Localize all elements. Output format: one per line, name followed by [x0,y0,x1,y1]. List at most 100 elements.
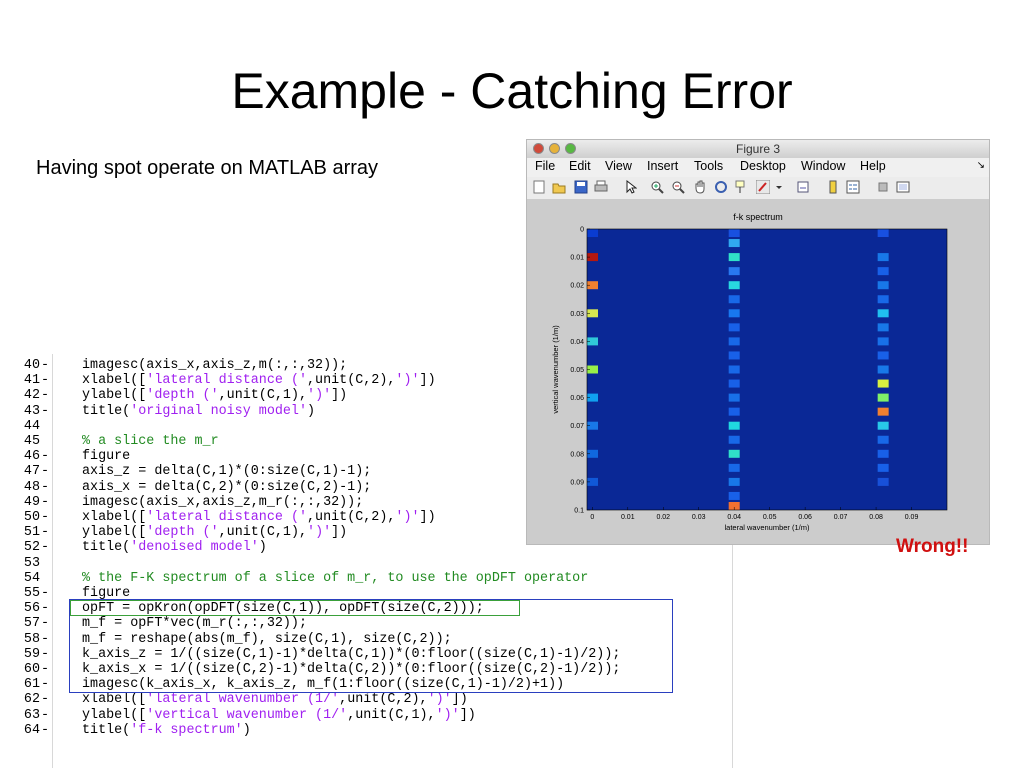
heatmap-cell [877,253,889,262]
code-line[interactable]: 64- title('f-k spectrum') [14,723,714,738]
breakpoint-marker[interactable]: - [41,631,50,647]
breakpoint-marker[interactable]: - [41,494,50,510]
breakpoint-marker[interactable]: - [41,586,50,601]
heatmap-cell [728,393,740,402]
line-number: 45 [23,434,40,449]
menu-window[interactable]: Window [801,159,846,173]
zoom-out-icon[interactable] [670,180,686,195]
code-line[interactable]: 59-k_axis_z = 1/((size(C,1)-1)*delta(C,1… [14,647,714,662]
code-line[interactable]: 44 [14,419,714,434]
minimize-button[interactable] [549,143,560,154]
zoom-button[interactable] [565,143,576,154]
brush-icon[interactable] [755,179,771,195]
breakpoint-marker[interactable]: - [41,692,50,708]
heatmap-cell [587,229,598,237]
save-icon[interactable] [573,180,589,195]
code-line[interactable]: 41-xlabel(['lateral distance (',unit(C,2… [14,373,714,388]
menu-edit[interactable]: Edit [569,159,591,173]
code-line[interactable]: 42-ylabel(['depth (',unit(C,1),')']) [14,388,714,403]
code-line[interactable]: 50-xlabel(['lateral distance (',unit(C,2… [14,510,714,525]
breakpoint-marker[interactable]: - [41,373,50,389]
breakpoint-marker[interactable]: - [41,479,50,495]
breakpoint-marker[interactable]: - [41,646,50,662]
window-titlebar[interactable]: Figure 3 [527,140,989,159]
brush-dropdown-icon[interactable] [771,180,787,195]
breakpoint-marker[interactable]: - [41,540,50,556]
hide-plot-tools-icon[interactable] [875,180,891,195]
code-line[interactable]: 46-figure [14,449,714,464]
code-line[interactable]: 56-opFT = opKron(opDFT(size(C,1)), opDFT… [14,601,714,616]
code-line[interactable]: 60-k_axis_x = 1/((size(C,2)-1)*delta(C,2… [14,662,714,677]
code-comment: % a slice the m_r [82,434,219,449]
breakpoint-marker[interactable]: - [41,662,50,677]
code-token: ) [242,722,251,738]
breakpoint-marker[interactable]: - [41,464,50,480]
code-line[interactable]: 40-imagesc(axis_x,axis_z,m(:,:,32)); [14,358,714,373]
code-line[interactable]: 43-title('original noisy model') [14,404,714,419]
legend-icon[interactable] [845,180,861,195]
breakpoint-marker[interactable]: - [41,403,50,419]
line-number: 64 [23,722,40,738]
print-icon[interactable] [593,180,609,195]
code-comment: % the F-K spectrum of a slice of m_r, to… [82,570,589,586]
code-text: % the F-K spectrum of a slice of m_r, to… [82,571,588,586]
code-text: imagesc(axis_x,axis_z,m(:,:,32)); [82,358,347,373]
x-tick-label: 0.01 [621,514,635,521]
code-line[interactable]: 61-imagesc(k_axis_x, k_axis_z, m_f(1:flo… [14,677,714,692]
code-line[interactable]: 52-title('denoised model') [14,540,714,555]
breakpoint-marker[interactable]: - [41,707,50,723]
breakpoint-marker[interactable]: - [41,616,50,632]
pan-hand-icon[interactable] [692,180,708,195]
new-file-icon[interactable] [531,180,547,195]
zoom-in-icon[interactable] [649,180,665,195]
menu-insert[interactable]: Insert [647,159,679,173]
code-text: m_f = reshape(abs(m_f), size(C,1), size(… [82,632,452,647]
code-line[interactable]: 63-ylabel(['vertical wavenumber (1/',uni… [14,708,714,723]
line-number: 60 [23,662,40,677]
code-line[interactable]: 55-figure [14,586,714,601]
heatmap-cell [877,295,889,304]
menu-tools[interactable]: Tools [694,159,724,173]
menu-desktop[interactable]: Desktop [740,159,786,173]
data-cursor-icon[interactable] [734,180,750,195]
code-line[interactable]: 62-xlabel(['lateral wavenumber (1/',unit… [14,692,714,707]
link-plot-icon[interactable] [795,180,811,195]
rotate-3d-icon[interactable] [713,180,729,195]
pointer-icon[interactable] [622,179,638,195]
breakpoint-marker[interactable]: - [41,510,50,525]
code-line[interactable]: 47-axis_z = delta(C,1)*(0:size(C,1)-1); [14,464,714,479]
heatmap-cell [877,449,889,458]
code-line[interactable]: 58-m_f = reshape(abs(m_f), size(C,1), si… [14,632,714,647]
menu-help[interactable]: Help [860,159,886,173]
menu-view[interactable]: View [605,159,632,173]
colorbar-icon[interactable] [825,180,841,195]
code-line[interactable]: 48-axis_x = delta(C,2)*(0:size(C,2)-1); [14,480,714,495]
breakpoint-marker[interactable]: - [41,525,50,541]
heatmap-cell [728,407,740,416]
close-button[interactable] [533,143,544,154]
figure-window[interactable]: Figure 3 File Edit View Insert Tools Des… [526,139,990,545]
line-number: 62 [23,692,40,708]
code-line[interactable]: 49-imagesc(axis_x,axis_z,m_r(:,:,32)); [14,495,714,510]
code-line[interactable]: 54% the F-K spectrum of a slice of m_r, … [14,571,714,586]
line-number: 41 [23,373,40,389]
code-text: title('f-k spectrum') [82,723,251,738]
show-plot-tools-icon[interactable] [895,180,911,195]
menu-file[interactable]: File [535,159,556,173]
breakpoint-marker[interactable]: - [41,449,50,465]
code-line[interactable]: 53 [14,556,714,571]
heatmap-cell [877,229,889,237]
breakpoint-marker[interactable]: - [41,677,50,693]
breakpoint-marker[interactable]: - [41,601,50,617]
menu-overflow-icon[interactable]: ↘ [976,160,985,171]
open-folder-icon[interactable] [551,180,567,195]
code-line[interactable]: 51-ylabel(['depth (',unit(C,1),')']) [14,525,714,540]
code-token: k_axis_z = 1/((size(C,1)-1)*delta(C,1))*… [82,646,621,662]
code-line[interactable]: 45 % a slice the m_r [14,434,714,449]
code-line[interactable]: 57-m_f = opFT*vec(m_r(:,:,32)); [14,616,714,631]
slide-title: Example - Catching Error [231,63,793,119]
breakpoint-marker[interactable]: - [41,722,50,738]
breakpoint-marker[interactable]: - [41,358,50,373]
breakpoint-marker[interactable]: - [41,388,50,404]
